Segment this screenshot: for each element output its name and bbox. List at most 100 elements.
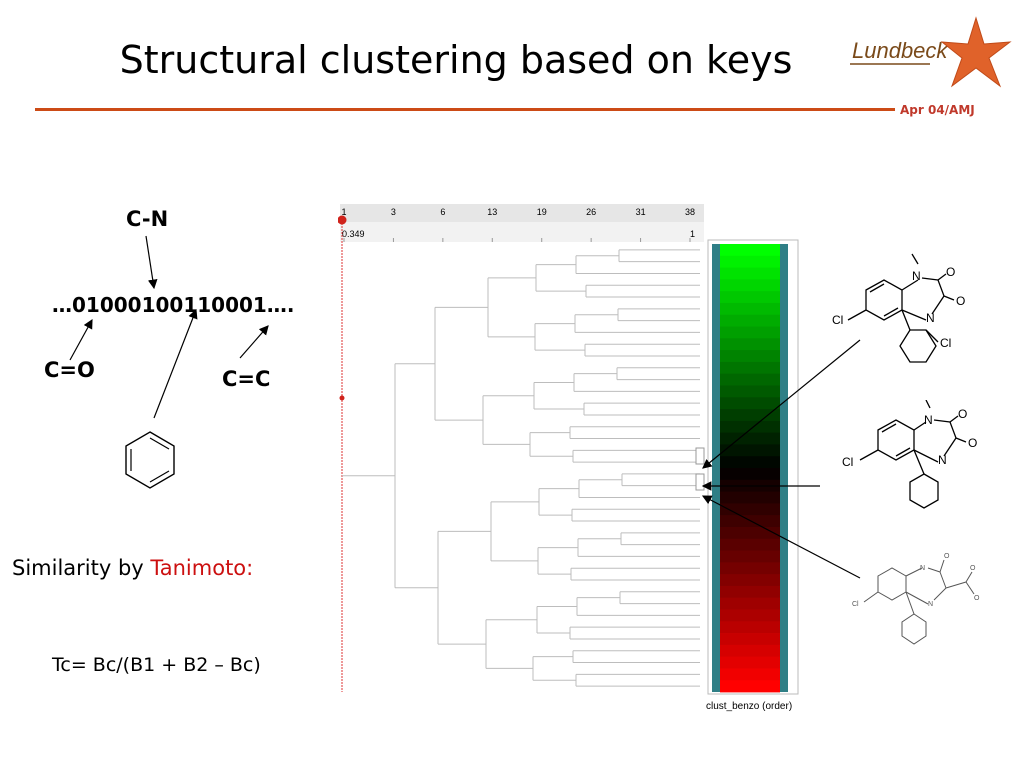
tick-label: 31 — [636, 207, 646, 217]
heatmap-cell — [720, 668, 780, 681]
tanimoto-formula: Tc= Bc/(B1 + B2 – Bc) — [52, 654, 261, 676]
heatmap-cell — [720, 338, 780, 351]
heatmap-cell — [720, 550, 780, 563]
tick-label: 6 — [440, 207, 445, 217]
heatmap-cell — [720, 302, 780, 316]
tick-label: 38 — [685, 207, 695, 217]
heatmap-cell — [720, 609, 780, 622]
molecule-1: N O O N Cl Cl — [832, 253, 965, 363]
heatmap-cell — [720, 526, 780, 540]
atom-o: O — [944, 553, 950, 560]
slide-date: Apr 04/AMJ — [900, 103, 975, 117]
tick-label: 19 — [537, 207, 547, 217]
arrow-co — [69, 318, 93, 361]
atom-o: O — [970, 565, 976, 572]
atom-o: O — [968, 436, 977, 450]
heatmap-cell — [720, 385, 780, 398]
heatmap-cell — [720, 585, 780, 599]
heatmap-cell — [720, 361, 780, 375]
key-label-cn: C-N — [126, 207, 169, 231]
heatmap-left-band — [712, 244, 720, 692]
arrow-benzene — [153, 308, 198, 419]
cutoff-marker — [339, 395, 345, 401]
tick-label: 3 — [391, 207, 396, 217]
heatmap-cell — [720, 574, 780, 587]
scale-left-label: 0.349 — [342, 229, 365, 239]
slide-title: Structural clustering based on keys — [119, 38, 793, 82]
heatmap-right-band — [780, 244, 788, 692]
atom-n: N — [928, 601, 933, 608]
atom-n: N — [926, 311, 935, 325]
tick-label: 13 — [487, 207, 497, 217]
heatmap-cell — [720, 468, 780, 481]
heatmap-cell — [720, 279, 780, 292]
dendrogram-caption: clust_benzo (order) — [706, 701, 793, 712]
arrow-cc — [239, 325, 269, 359]
heatmap-cell — [720, 456, 780, 469]
heatmap-cell — [720, 291, 780, 304]
atom-cl: Cl — [832, 313, 843, 327]
heatmap-cell — [720, 562, 780, 575]
heatmap-cell — [720, 444, 780, 457]
atom-o: O — [946, 265, 955, 279]
heatmap-cell — [720, 350, 780, 363]
atom-o: O — [958, 407, 967, 421]
similarity-heatmap — [720, 244, 780, 693]
heatmap-cell — [720, 644, 780, 658]
atom-o: O — [956, 294, 965, 308]
atom-cl: Cl — [852, 601, 859, 608]
atom-n: N — [938, 453, 947, 467]
atom-o: O — [974, 595, 980, 602]
heatmap-cell — [720, 314, 780, 327]
similarity-method: Tanimoto: — [150, 556, 254, 580]
molecule-3: N O O O N Cl — [852, 553, 980, 645]
heatmap-cell — [720, 373, 780, 386]
heatmap-cell — [720, 491, 780, 504]
key-bitstring: …01000100110001…. — [52, 293, 295, 317]
heatmap-cell — [720, 503, 780, 516]
heatmap-cell — [720, 420, 780, 434]
tick-header — [340, 204, 704, 222]
key-label-cc: C=C — [222, 367, 271, 391]
heatmap-cell — [720, 597, 780, 610]
heatmap-cell — [720, 267, 780, 280]
key-label-co: C=O — [44, 358, 95, 382]
heatmap-cell — [720, 656, 780, 669]
atom-cl: Cl — [940, 336, 951, 350]
atom-cl: Cl — [842, 455, 853, 469]
heatmap-cell — [720, 409, 780, 422]
molecule-2: N O O N Cl — [842, 400, 977, 509]
similarity-text: Similarity by Tanimoto: — [12, 556, 253, 580]
benzene-icon — [125, 431, 175, 489]
cluster-tree — [342, 249, 700, 687]
title-divider — [35, 108, 895, 111]
heatmap-cell — [720, 633, 780, 646]
heatmap-cell — [720, 255, 780, 268]
starfish-icon — [940, 16, 1012, 88]
lundbeck-logo: Lundbeck — [850, 16, 1012, 88]
heatmap-cell — [720, 244, 780, 257]
heatmap-cell — [720, 515, 780, 528]
atom-n: N — [920, 565, 925, 572]
similarity-prefix: Similarity by — [12, 556, 151, 580]
heatmap-cell — [720, 432, 780, 445]
selected-leaf-1[interactable] — [695, 447, 705, 465]
atom-n: N — [912, 269, 921, 283]
arrow-cn — [145, 235, 158, 290]
cutoff-handle[interactable] — [338, 215, 347, 225]
heatmap-cell — [720, 621, 780, 634]
heatmap-cell — [720, 397, 780, 410]
heatmap-cell — [720, 479, 780, 492]
key-arrows — [69, 235, 269, 489]
heatmap-cell — [720, 680, 780, 693]
scale-right-label: 1 — [690, 229, 695, 239]
atom-n: N — [924, 413, 933, 427]
heatmap-cell — [720, 538, 780, 551]
scale-header — [340, 222, 704, 242]
tick-label: 1 — [341, 207, 346, 217]
selected-leaf-2[interactable] — [695, 473, 705, 491]
svg-text:Lundbeck: Lundbeck — [852, 38, 948, 63]
heatmap-cell — [720, 326, 780, 339]
